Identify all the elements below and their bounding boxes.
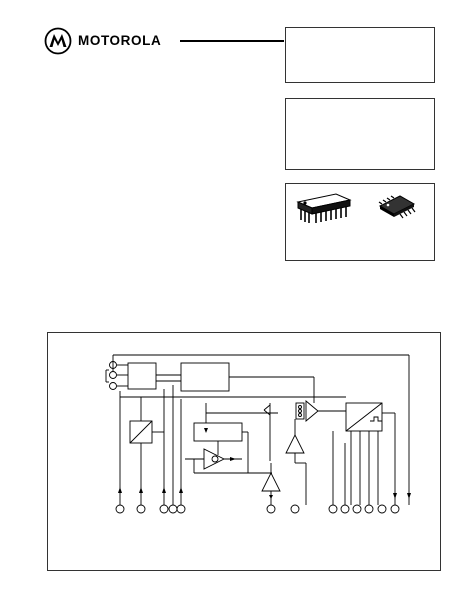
block-diagram-frame	[47, 332, 441, 571]
header-rule	[180, 40, 284, 42]
soic-package-icon	[378, 195, 416, 219]
package-box	[285, 183, 435, 261]
motorola-batwing-m-icon	[44, 27, 72, 55]
dip-package-icon	[296, 193, 352, 223]
brand-name: MOTOROLA	[78, 33, 162, 48]
device-description-box	[285, 98, 435, 170]
device-title-box	[285, 27, 435, 83]
block-diagram-icon	[105, 354, 411, 514]
